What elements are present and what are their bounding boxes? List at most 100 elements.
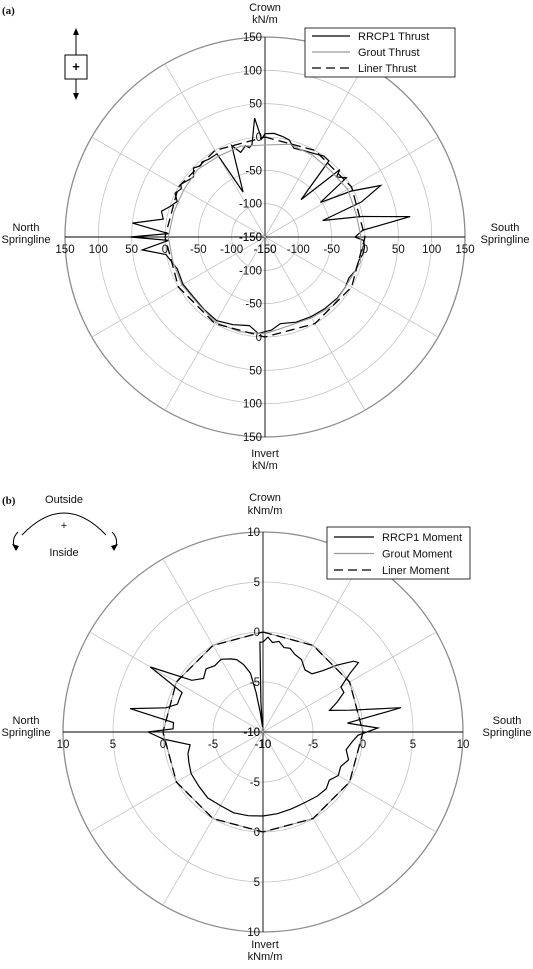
chart-a-tick-label: 0 bbox=[256, 332, 262, 344]
chart-b-axis-labels: Crown kNm/m Invert kNm/m North Springlin… bbox=[2, 492, 532, 963]
chart-a-invert-unit: kN/m bbox=[252, 460, 278, 472]
chart-b-series-rrcp1-moment bbox=[129, 636, 402, 817]
chart-b-legend-label: RRCP1 Moment bbox=[382, 532, 462, 544]
chart-a-tick-label: 0 bbox=[162, 244, 168, 256]
chart-b-tick-label: 0 bbox=[360, 739, 366, 751]
chart-b-tick-label: 0 bbox=[160, 739, 166, 751]
chart-a-tick-label: -150 bbox=[239, 232, 262, 244]
chart-b-grid bbox=[62, 531, 464, 933]
chart-a-grid-spoke bbox=[91, 136, 266, 238]
chart-a-crown-label: Crown bbox=[249, 2, 281, 14]
chart-b-series-liner-moment bbox=[162, 631, 364, 833]
chart-b-invert-label: Invert bbox=[251, 939, 279, 951]
chart-b-tick-label: 5 bbox=[254, 577, 260, 589]
chart-a-tick-label: -100 bbox=[220, 244, 243, 256]
chart-b-north-springline: Springline bbox=[2, 727, 51, 739]
chart-a-legend-label: Liner Thrust bbox=[358, 63, 417, 75]
chart-a-tick-label: -50 bbox=[190, 244, 207, 256]
chart-a-tick-label: -150 bbox=[253, 244, 276, 256]
chart-a-legend-label: RRCP1 Thrust bbox=[358, 31, 429, 43]
chart-a-tick-label: 150 bbox=[243, 32, 262, 44]
chart-b-legend-label: Liner Moment bbox=[382, 565, 449, 577]
chart-a-tick-label: -100 bbox=[287, 244, 310, 256]
chart-b-tick-label: 0 bbox=[254, 627, 260, 639]
chart-b-panel-label: (b) bbox=[2, 495, 16, 507]
chart-a-tick-label: 150 bbox=[455, 244, 474, 256]
chart-a-tick-labels: 150100500-50-100-150150100500-50-100-150… bbox=[55, 32, 474, 444]
chart-b-south-label: South bbox=[493, 715, 522, 727]
chart-b-tick-label: 0 bbox=[254, 827, 260, 839]
chart-a-invert-label: Invert bbox=[251, 448, 279, 460]
chart-a-tick-label: 100 bbox=[422, 244, 441, 256]
chart-b-tick-label: -5 bbox=[308, 739, 318, 751]
moment-sign-convention: Outside + Inside bbox=[12, 494, 118, 559]
chart-a-north-springline: Springline bbox=[2, 234, 51, 246]
chart-a-series-rrcp1-thrust bbox=[130, 117, 411, 335]
chart-a-tick-label: 50 bbox=[392, 244, 405, 256]
chart-a-panel-label: (a) bbox=[2, 5, 15, 17]
chart-a-series bbox=[130, 117, 411, 338]
moment-arc-icon bbox=[21, 512, 107, 536]
chart-a-series-grout-thrust bbox=[167, 143, 362, 335]
chart-a-south-label: South bbox=[491, 222, 520, 234]
sign-inside-label: Inside bbox=[49, 547, 78, 559]
sign-plus-symbol: + bbox=[61, 520, 67, 532]
chart-a-series-liner-thrust bbox=[164, 136, 366, 338]
chart-b-tick-label: -5 bbox=[250, 677, 260, 689]
chart-b-tick-label: -10 bbox=[255, 739, 272, 751]
chart-b-tick-label: 5 bbox=[254, 877, 260, 889]
chart-a-tick-label: 50 bbox=[249, 99, 262, 111]
chart-b-tick-label: -10 bbox=[243, 727, 260, 739]
chart-a-grid bbox=[64, 36, 466, 438]
chart-b-north-label: North bbox=[13, 715, 40, 727]
chart-a-grid-spoke bbox=[264, 236, 439, 338]
chart-a-tick-label: 150 bbox=[55, 244, 74, 256]
chart-a-tick-label: -50 bbox=[245, 299, 262, 311]
chart-a-tick-label: 0 bbox=[256, 132, 262, 144]
chart-a-tick-label: -100 bbox=[239, 265, 262, 277]
chart-b-tick-label: -10 bbox=[243, 727, 260, 739]
chart-a-tick-label: 100 bbox=[89, 244, 108, 256]
chart-a-tick-label: -100 bbox=[239, 199, 262, 211]
chart-a-grid-spoke bbox=[164, 63, 266, 238]
chart-b-tick-label: 10 bbox=[457, 739, 470, 751]
plus-arrows-icon: + bbox=[64, 28, 88, 100]
chart-b-legend-label: Grout Moment bbox=[382, 549, 452, 561]
chart-b-tick-label: 5 bbox=[410, 739, 416, 751]
chart-b-series bbox=[129, 631, 402, 833]
chart-a-tick-label: -50 bbox=[245, 165, 262, 177]
chart-b-south-springline: Springline bbox=[483, 727, 532, 739]
chart-a-tick-label: 100 bbox=[243, 65, 262, 77]
chart-b-tick-label: 5 bbox=[110, 739, 116, 751]
chart-a-crown-unit: kN/m bbox=[252, 14, 278, 26]
chart-a-grid-spoke bbox=[264, 63, 366, 238]
chart-a-tick-label: 100 bbox=[243, 399, 262, 411]
chart-a-tick-label: -150 bbox=[253, 244, 276, 256]
chart-b-crown-label: Crown bbox=[249, 492, 281, 504]
chart-a-axis-labels: Crown kN/m Invert kN/m North Springline … bbox=[2, 2, 530, 472]
chart-b-tick-label: 10 bbox=[247, 927, 260, 939]
chart-b-invert-unit: kNm/m bbox=[248, 951, 283, 963]
chart-a-south-springline: Springline bbox=[481, 234, 530, 246]
chart-a-tick-label: 50 bbox=[125, 244, 138, 256]
chart-b-tick-label: -5 bbox=[208, 739, 218, 751]
chart-a-tick-label: 50 bbox=[249, 365, 262, 377]
chart-a-tick-label: 0 bbox=[362, 244, 368, 256]
chart-b-tick-label: 10 bbox=[57, 739, 70, 751]
svg-text:+: + bbox=[72, 59, 80, 74]
chart-a-tick-label: -50 bbox=[323, 244, 340, 256]
chart-a-north-label: North bbox=[13, 222, 40, 234]
chart-a-grid-spoke bbox=[164, 236, 266, 411]
chart-a-tick-label: -150 bbox=[239, 232, 262, 244]
chart-b-tick-label: -10 bbox=[255, 739, 272, 751]
chart-b-tick-label: -5 bbox=[250, 777, 260, 789]
chart-a-thrust: (a) 150100500-50-100-150150100500-50-100… bbox=[2, 2, 530, 472]
sign-outside-label: Outside bbox=[45, 494, 83, 506]
chart-a-legend-label: Grout Thrust bbox=[358, 47, 420, 59]
chart-a-tick-label: 150 bbox=[243, 432, 262, 444]
